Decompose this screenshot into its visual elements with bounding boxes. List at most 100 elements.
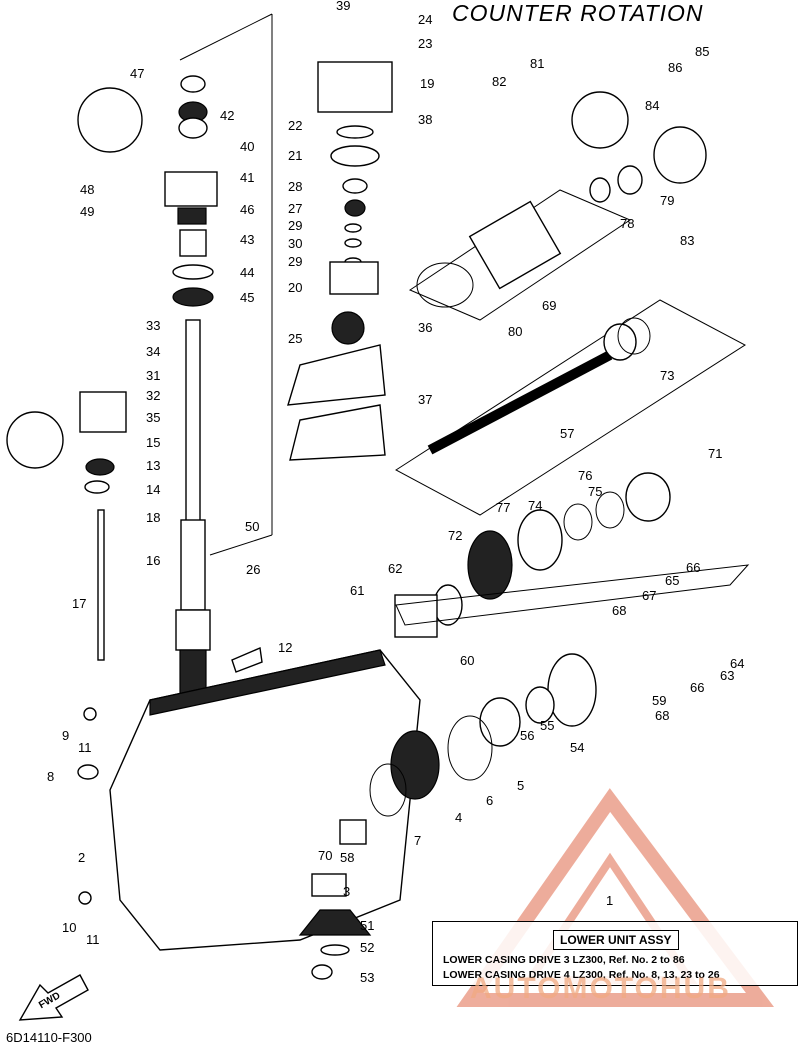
part-label: 5 xyxy=(517,778,524,793)
part-label: 85 xyxy=(695,44,709,59)
part-label: 21 xyxy=(288,148,302,163)
part-label: 86 xyxy=(668,60,682,75)
part-label: 76 xyxy=(578,468,592,483)
part-label: 65 xyxy=(665,573,679,588)
legend-ref-number: 1 xyxy=(606,893,613,908)
part-label: 71 xyxy=(708,446,722,461)
part-label: 23 xyxy=(418,36,432,51)
part-label: 28 xyxy=(288,179,302,194)
legend-box: LOWER UNIT ASSY LOWER CASING DRIVE 3 LZ3… xyxy=(432,921,798,986)
part-label: 54 xyxy=(570,740,584,755)
part-label: 56 xyxy=(520,728,534,743)
drive-shaft-group xyxy=(6,13,273,711)
part-label: 2 xyxy=(78,850,85,865)
part-label: 53 xyxy=(360,970,374,985)
part-label: 33 xyxy=(146,318,160,333)
part-label: 72 xyxy=(448,528,462,543)
part-label: 43 xyxy=(240,232,254,247)
propeller-shaft-group xyxy=(369,91,750,817)
part-label: 55 xyxy=(540,718,554,733)
part-label: 34 xyxy=(146,344,160,359)
legend-title: LOWER UNIT ASSY xyxy=(553,930,679,950)
part-label: 74 xyxy=(528,498,542,513)
part-label: 78 xyxy=(620,216,634,231)
part-label: 29 xyxy=(288,254,302,269)
part-label: 13 xyxy=(146,458,160,473)
water-pump-group xyxy=(287,61,393,461)
part-label: 17 xyxy=(72,596,86,611)
part-label: 31 xyxy=(146,368,160,383)
part-labels: 2345678910111112131415161718192021222324… xyxy=(47,0,744,985)
part-label: 39 xyxy=(336,0,350,13)
part-label: 50 xyxy=(245,519,259,534)
part-label: 48 xyxy=(80,182,94,197)
part-label: 64 xyxy=(730,656,744,671)
part-label: 24 xyxy=(418,12,432,27)
part-label: 66 xyxy=(686,560,700,575)
part-label: 75 xyxy=(588,484,602,499)
part-label: 27 xyxy=(288,201,302,216)
part-label: 11 xyxy=(86,932,100,947)
part-label: 46 xyxy=(240,202,254,217)
part-label: 61 xyxy=(350,583,364,598)
part-label: 3 xyxy=(343,884,350,899)
part-label: 47 xyxy=(130,66,144,81)
fwd-arrow-icon: FWD xyxy=(18,974,89,1021)
part-label: 59 xyxy=(652,693,666,708)
part-label: 15 xyxy=(146,435,160,450)
part-label: 20 xyxy=(288,280,302,295)
part-label: 22 xyxy=(288,118,302,133)
part-label: 35 xyxy=(146,410,160,425)
part-label: 84 xyxy=(645,98,659,113)
part-label: 67 xyxy=(642,588,656,603)
part-label: 83 xyxy=(680,233,694,248)
part-label: 62 xyxy=(388,561,402,576)
part-label: 4 xyxy=(455,810,462,825)
lower-casing xyxy=(109,649,421,951)
part-label: 38 xyxy=(418,112,432,127)
part-label: 68 xyxy=(655,708,669,723)
pinion-group xyxy=(77,646,372,980)
part-label: 8 xyxy=(47,769,54,784)
part-label: 26 xyxy=(246,562,260,577)
part-label: 37 xyxy=(418,392,432,407)
part-label: 69 xyxy=(542,298,556,313)
part-label: 10 xyxy=(62,920,76,935)
part-label: 32 xyxy=(146,388,160,403)
legend-line-2: LOWER CASING DRIVE 4 LZ300, Ref. No. 8, … xyxy=(443,969,720,981)
part-label: 57 xyxy=(560,426,574,441)
watermark-text: AUTOMOTOHUB xyxy=(470,972,731,1005)
part-label: 82 xyxy=(492,74,506,89)
part-label: 66 xyxy=(690,680,704,695)
part-label: 80 xyxy=(508,324,522,339)
part-label: 58 xyxy=(340,850,354,865)
part-label: 7 xyxy=(414,833,421,848)
part-label: 6 xyxy=(486,793,493,808)
diagram-title: COUNTER ROTATION xyxy=(452,0,704,26)
part-label: 42 xyxy=(220,108,234,123)
part-label: 25 xyxy=(288,331,302,346)
part-label: 36 xyxy=(418,320,432,335)
part-label: 73 xyxy=(660,368,674,383)
part-label: 79 xyxy=(660,193,674,208)
part-label: 12 xyxy=(278,640,292,655)
diagram-code: 6D14110-F300 xyxy=(6,1030,92,1045)
part-label: 60 xyxy=(460,653,474,668)
part-label: 14 xyxy=(146,482,160,497)
part-label: 52 xyxy=(360,940,374,955)
part-label: 81 xyxy=(530,56,544,71)
part-label: 11 xyxy=(78,740,92,755)
part-label: 19 xyxy=(420,76,434,91)
part-label: 63 xyxy=(720,668,734,683)
part-label: 9 xyxy=(62,728,69,743)
part-label: 70 xyxy=(318,848,332,863)
legend-line-1: LOWER CASING DRIVE 3 LZ300, Ref. No. 2 t… xyxy=(443,954,685,966)
part-label: 77 xyxy=(496,500,510,515)
part-label: 49 xyxy=(80,204,94,219)
part-label: 18 xyxy=(146,510,160,525)
part-label: 30 xyxy=(288,236,302,251)
part-label: 68 xyxy=(612,603,626,618)
part-label: 44 xyxy=(240,265,254,280)
